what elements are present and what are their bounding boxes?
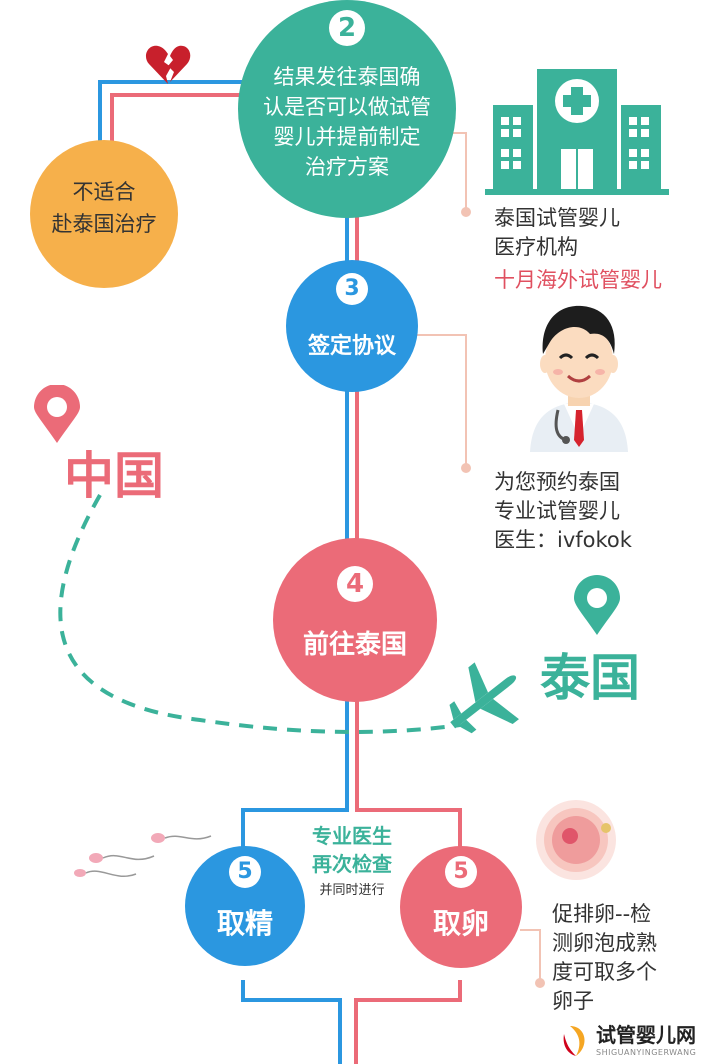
location-pin-icon: [574, 575, 620, 635]
watermark: 试管婴儿网 SHIGUANYINGERWANG: [560, 1022, 716, 1060]
step2-text: 结果发往泰国确 认是否可以做试管 婴儿并提前制定 治疗方案: [238, 62, 456, 182]
doctor-text: 为您预约泰国 专业试管婴儿 医生：ivfokok: [494, 468, 632, 555]
sperm-icon: [74, 833, 212, 877]
doctor-line: 为您预约泰国: [494, 470, 620, 494]
location-pin-icon: [34, 385, 80, 443]
pink-main-line: [355, 200, 462, 850]
hospital-icon: [485, 69, 669, 195]
watermark-subtext: SHIGUANYINGERWANG: [596, 1048, 697, 1057]
step5a-number: 5: [229, 856, 261, 888]
egg-cell-icon: [536, 800, 616, 880]
egg-line: 测卵泡成熟: [552, 931, 657, 955]
china-label: 中国: [64, 447, 164, 505]
doctor-line: 医生：ivfokok: [494, 528, 632, 552]
egg-connector-dot: [535, 978, 545, 988]
hospital-connector-dot: [461, 207, 471, 217]
doctor-connector-dot: [461, 463, 471, 473]
blue-flow-line: [98, 80, 262, 165]
recheck-line: 再次检查: [312, 852, 392, 876]
step3-circle: 3 签定协议: [286, 260, 418, 392]
unfit-text: 不适合 赴泰国治疗: [30, 176, 178, 240]
recheck-line: 专业医生: [312, 824, 392, 848]
recheck-text: 专业医生 再次检查: [292, 822, 412, 878]
step5a-circle: 5 取精: [185, 846, 305, 966]
egg-line: 度可取多个: [552, 960, 657, 984]
step5b-label: 取卵: [432, 907, 489, 940]
pink-bottom-line: [354, 980, 462, 1064]
step2-line: 认是否可以做试管: [263, 95, 431, 119]
step4-circle: 4 前往泰国: [273, 538, 437, 702]
egg-text: 促排卵--检 测卵泡成熟 度可取多个 卵子: [552, 900, 657, 1016]
egg-line: 促排卵--检: [552, 902, 652, 926]
step4-number: 4: [337, 566, 373, 602]
step2-circle: 2 结果发往泰国确 认是否可以做试管 婴儿并提前制定 治疗方案: [238, 0, 456, 218]
egg-line: 卵子: [552, 989, 594, 1013]
flight-path: [58, 494, 461, 734]
unfit-line: 不适合: [72, 180, 136, 204]
airplane-icon: [449, 662, 519, 734]
doctor-line: 专业试管婴儿: [494, 499, 620, 523]
watermark-text: 试管婴儿网: [596, 1023, 696, 1047]
simultaneous-note: 并同时进行: [319, 883, 385, 898]
hospital-line: 医疗机构: [494, 235, 578, 259]
thailand-label: 泰国: [540, 649, 640, 707]
watermark-logo-icon: [563, 1026, 585, 1056]
step3-number: 3: [336, 273, 368, 305]
egg-connector: [520, 929, 541, 980]
doctor-connector: [412, 334, 467, 466]
step2-line: 治疗方案: [305, 155, 389, 179]
blue-bottom-line: [241, 980, 342, 1064]
step2-number: 2: [329, 10, 365, 46]
unfit-line: 赴泰国治疗: [51, 212, 157, 236]
step3-label: 签定协议: [307, 334, 396, 359]
step2-line: 婴儿并提前制定: [273, 125, 421, 149]
step2-line: 结果发往泰国确: [273, 65, 421, 89]
doctor-icon: [530, 305, 628, 452]
broken-heart-icon: [145, 45, 191, 84]
hospital-text: 泰国试管婴儿 医疗机构: [494, 204, 620, 262]
step5b-circle: 5 取卵: [400, 846, 522, 968]
brand-name: 十月海外试管婴儿: [494, 268, 662, 292]
blue-main-line: [241, 200, 349, 850]
step5b-number: 5: [445, 856, 477, 888]
unfit-circle: 不适合 赴泰国治疗: [30, 140, 178, 288]
step4-label: 前往泰国: [302, 630, 407, 660]
hospital-line: 泰国试管婴儿: [494, 206, 620, 230]
step5a-label: 取精: [216, 907, 273, 940]
